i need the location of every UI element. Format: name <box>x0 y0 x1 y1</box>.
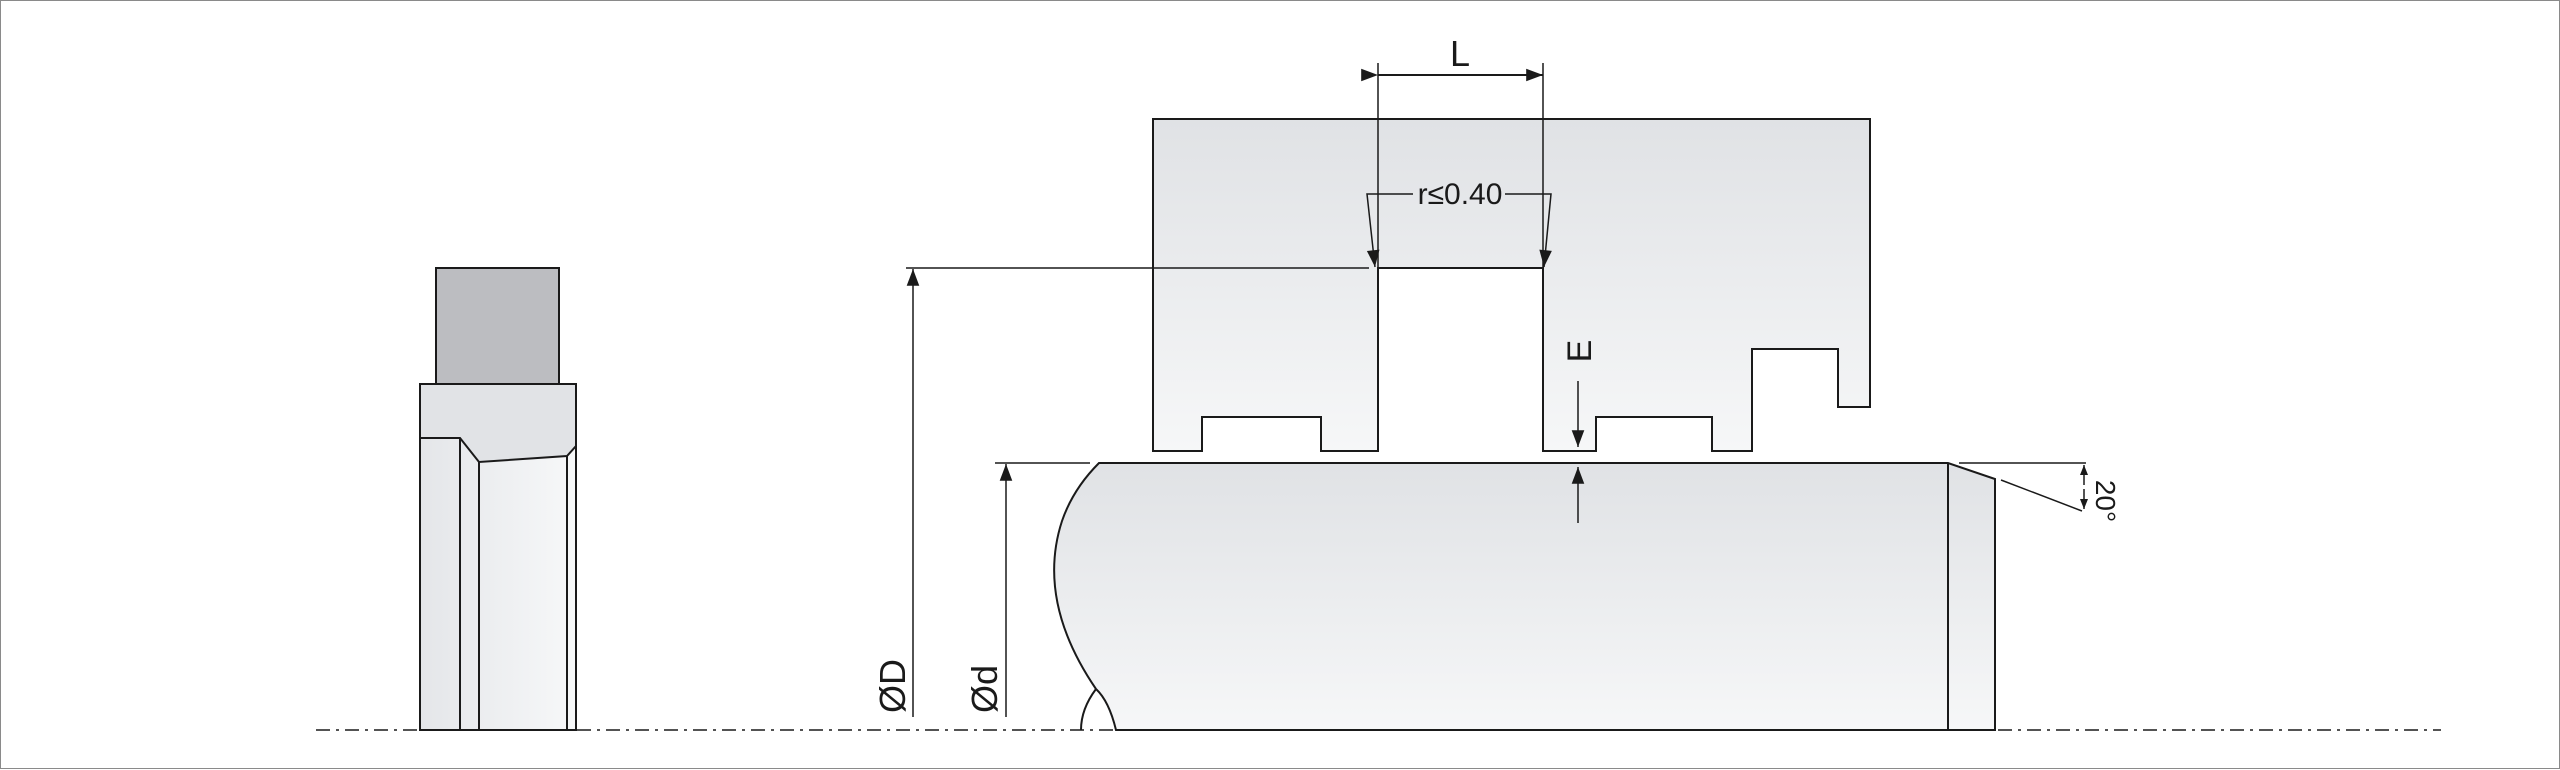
bore-diameter-label: ØD <box>872 659 913 713</box>
dimension-length <box>1361 63 1544 268</box>
chamfer-angle-label: 20° <box>2090 480 2121 522</box>
dimension-rod-diameter <box>995 462 1090 717</box>
seal-energizer-ring <box>435 267 560 385</box>
dimension-bore-diameter <box>906 267 1369 717</box>
length-label: L <box>1450 33 1470 74</box>
seal-lip-profile <box>419 383 577 464</box>
rod-break-curve <box>1080 688 1097 731</box>
dimension-radius <box>1366 193 1552 268</box>
seal-section <box>419 267 577 731</box>
housing <box>1152 118 1871 452</box>
rod-diameter-label: Ød <box>964 665 1005 713</box>
clearance-label: E <box>1561 340 1599 363</box>
rod <box>1053 462 1996 731</box>
radius-label: r≤0.40 <box>1418 178 1503 211</box>
dimension-chamfer-angle <box>1959 462 2088 512</box>
